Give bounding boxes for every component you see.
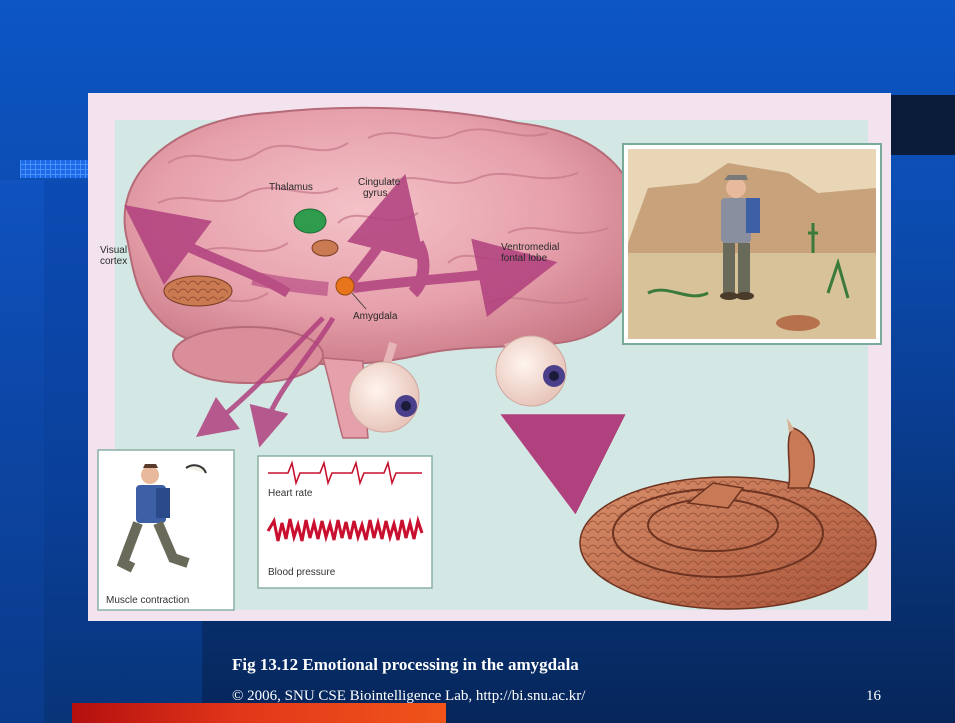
- left-accent-band: [0, 180, 44, 723]
- label-visual-1: Visual: [100, 245, 127, 256]
- bottom-accent-bar: [72, 703, 446, 723]
- label-cingulate-2: gyrus: [363, 188, 387, 199]
- label-cingulate-1: Cingulate: [358, 177, 401, 188]
- page-number: 16: [866, 688, 881, 705]
- label-blood-pressure: Blood pressure: [268, 567, 336, 578]
- label-muscle-contraction: Muscle contraction: [106, 595, 189, 606]
- label-visual-2: cortex: [100, 256, 127, 267]
- label-thalamus: Thalamus: [269, 182, 313, 193]
- amygdala-shape: [336, 277, 354, 295]
- dotted-decoration: [20, 160, 90, 178]
- label-amygdala: Amygdala: [353, 311, 398, 322]
- figure-caption: Fig 13.12 Emotional processing in the am…: [232, 655, 579, 675]
- thalamus-shape: [294, 209, 326, 233]
- hiker-scene: [623, 144, 881, 344]
- label-ventromedial-1: Ventromedial: [501, 242, 559, 253]
- top-right-dark-block: [880, 95, 955, 155]
- label-ventromedial-2: fontal lobe: [501, 253, 548, 264]
- physiology-panel: Heart rate Blood pressure: [258, 456, 432, 588]
- small-snake-thalamus: [312, 240, 338, 256]
- amygdala-illustration: Thalamus Cingulate gyrus Visual cortex V…: [88, 93, 891, 621]
- label-heart-rate: Heart rate: [268, 488, 313, 499]
- muscle-contraction-panel: Muscle contraction: [98, 450, 234, 610]
- illustration-svg: Thalamus Cingulate gyrus Visual cortex V…: [88, 93, 891, 621]
